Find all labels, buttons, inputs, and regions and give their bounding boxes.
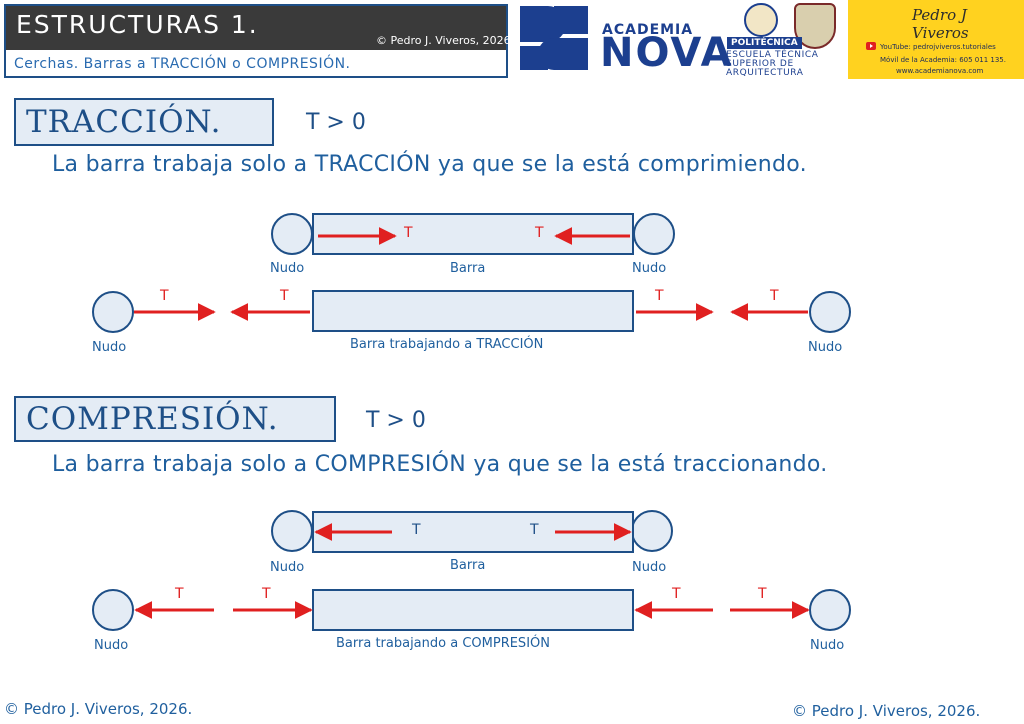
academia-label: ACADEMIA <box>602 22 694 38</box>
compresion-nudo-left: Nudo <box>270 560 305 575</box>
etsa-line-1: ESCUELA TÉCNICA <box>726 50 819 60</box>
traccion-t-label-6: T <box>770 288 779 304</box>
compresion-t-label-5: T <box>672 586 681 602</box>
academy-phone: Móvil de la Academia: 605 011 135. <box>880 56 1006 64</box>
compresion-barra-label: Barra <box>450 558 486 573</box>
traccion-description: La barra trabaja solo a TRACCIÓN ya que … <box>52 152 807 177</box>
youtube-channel: YouTube: pedrojviveros.tutoriales <box>880 43 996 51</box>
traccion-nudo-left: Nudo <box>270 261 305 276</box>
academy-web: www.academianova.com <box>896 67 984 75</box>
traccion-barra-label: Barra <box>450 261 486 276</box>
youtube-icon <box>866 42 876 50</box>
compresion-node-far-left <box>92 589 134 631</box>
traccion-t-label-1: T <box>404 225 413 241</box>
compresion-node-far-right <box>809 589 851 631</box>
upm-seal-icon <box>744 3 778 37</box>
header-copyright: © Pedro J. Viveros, 2026. <box>376 34 515 47</box>
politecnica-label: POLITÉCNICA <box>727 37 802 49</box>
compresion-heading-box <box>14 396 336 442</box>
compresion-description: La barra trabaja solo a COMPRESIÓN ya qu… <box>52 452 828 477</box>
traccion-condition: T > 0 <box>306 110 366 135</box>
traccion-node-far-left <box>92 291 134 333</box>
traccion-node-far-right <box>809 291 851 333</box>
compresion-t-label-3: T <box>175 586 184 602</box>
traccion-t-label-3: T <box>160 288 169 304</box>
compresion-nudo-right: Nudo <box>632 560 667 575</box>
course-title: ESTRUCTURAS 1. <box>16 10 259 39</box>
signature: Pedro J Viveros <box>912 6 969 42</box>
compresion-condition: T > 0 <box>366 408 426 433</box>
etsa-line-3: ARQUITECTURA <box>726 68 804 78</box>
compresion-node-left <box>271 510 313 552</box>
compresion-heading: COMPRESIÓN. <box>26 401 279 437</box>
compresion-nudo-far-left: Nudo <box>94 638 129 653</box>
header-title-bar <box>6 6 506 50</box>
traccion-bar-working <box>312 290 634 332</box>
compresion-barra-trabajando: Barra trabajando a COMPRESIÓN <box>336 636 550 651</box>
traccion-nudo-far-left: Nudo <box>92 340 127 355</box>
compresion-t-label-4: T <box>262 586 271 602</box>
nova-label: NOVA <box>600 30 734 76</box>
traccion-barra-trabajando: Barra trabajando a TRACCIÓN <box>350 337 544 352</box>
compresion-t-label-2: T <box>530 522 539 538</box>
traccion-t-label-4: T <box>280 288 289 304</box>
traccion-heading: TRACCIÓN. <box>26 104 222 140</box>
traccion-t-label-2: T <box>535 225 544 241</box>
compresion-bar-working <box>312 589 634 631</box>
traccion-node-right <box>633 213 675 255</box>
compresion-t-label-1: T <box>412 522 421 538</box>
traccion-node-left <box>271 213 313 255</box>
topic-subtitle: Cerchas. Barras a TRACCIÓN o COMPRESIÓN. <box>14 56 351 72</box>
footer-copyright-right: © Pedro J. Viveros, 2026. <box>792 702 981 720</box>
traccion-heading-box <box>14 98 274 146</box>
compresion-t-label-6: T <box>758 586 767 602</box>
traccion-t-label-5: T <box>655 288 664 304</box>
academia-nova-logo-icon <box>520 6 588 70</box>
etsa-label: ESCUELA TÉCNICA SUPERIOR DE ARQUITECTURA <box>726 51 819 78</box>
compresion-nudo-far-right: Nudo <box>810 638 845 653</box>
traccion-nudo-right: Nudo <box>632 261 667 276</box>
compresion-node-right <box>631 510 673 552</box>
traccion-bar <box>312 213 634 255</box>
etsa-line-2: SUPERIOR DE <box>726 59 794 69</box>
footer-copyright-left: © Pedro J. Viveros, 2026. <box>4 700 193 718</box>
contact-panel <box>848 0 1024 79</box>
traccion-nudo-far-right: Nudo <box>808 340 843 355</box>
